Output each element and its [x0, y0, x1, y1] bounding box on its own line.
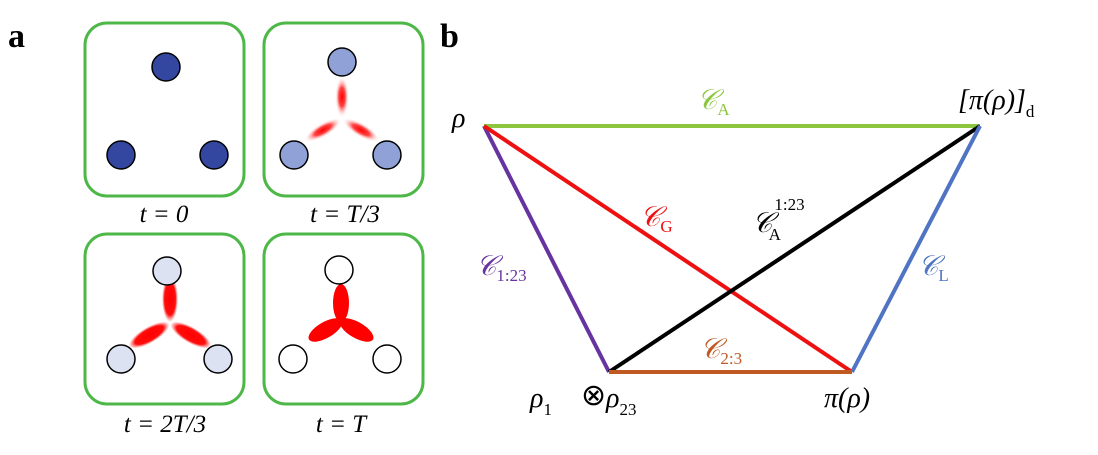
- qubit-left: [278, 344, 308, 374]
- vertex-rho23: ρ23: [605, 383, 636, 419]
- vertex-rho1: ρ1: [529, 383, 552, 419]
- entanglement-lobes: [128, 276, 212, 349]
- state-box-t0: [83, 21, 246, 198]
- state-box-t2: [83, 232, 246, 406]
- vertex-rho: ρ: [451, 103, 465, 134]
- edge-label-C-G: 𝒞G: [640, 202, 673, 236]
- qubit-top: [152, 256, 182, 286]
- caption-t1: t = T/3: [310, 201, 380, 228]
- qubit-top: [324, 255, 354, 285]
- caption-t2: t = 2T/3: [124, 411, 206, 438]
- panel-label-a: a: [8, 18, 25, 55]
- qubit-left: [106, 140, 136, 170]
- edge-C-A-1-23: [607, 124, 982, 374]
- state-box-t3: [262, 232, 425, 406]
- entanglement-lobes: [304, 76, 380, 143]
- qubit-left: [106, 344, 136, 374]
- panel-label-b: b: [440, 18, 459, 55]
- state-box-t1: [262, 21, 425, 198]
- qubit-right: [199, 140, 229, 170]
- edge-C-G: [482, 124, 854, 374]
- edge-label-C-A: 𝒞A: [697, 85, 730, 119]
- caption-t3: t = T: [316, 411, 368, 438]
- edge-label-C-L: 𝒞L: [918, 251, 949, 285]
- edge-label-C-1-23: 𝒞1:23: [476, 251, 527, 285]
- qubit-right: [372, 344, 402, 374]
- qubit-right: [372, 140, 402, 170]
- qubit-top: [151, 52, 181, 82]
- vertex-pi-rho: π(ρ): [824, 383, 870, 414]
- qubit-right: [203, 344, 233, 374]
- entanglement-lobes: [308, 284, 374, 342]
- vertex-pi-rho-d: [π(ρ)]d: [958, 85, 1035, 121]
- tensor-product-symbol: ⊗: [581, 378, 606, 413]
- qubit-left: [279, 140, 309, 170]
- qubit-top: [327, 47, 357, 77]
- caption-t0: t = 0: [140, 201, 189, 228]
- edge-label-C-2-3: 𝒞2:3: [700, 334, 742, 368]
- edge-C-1-23: [482, 125, 611, 373]
- edge-C-L: [850, 125, 982, 373]
